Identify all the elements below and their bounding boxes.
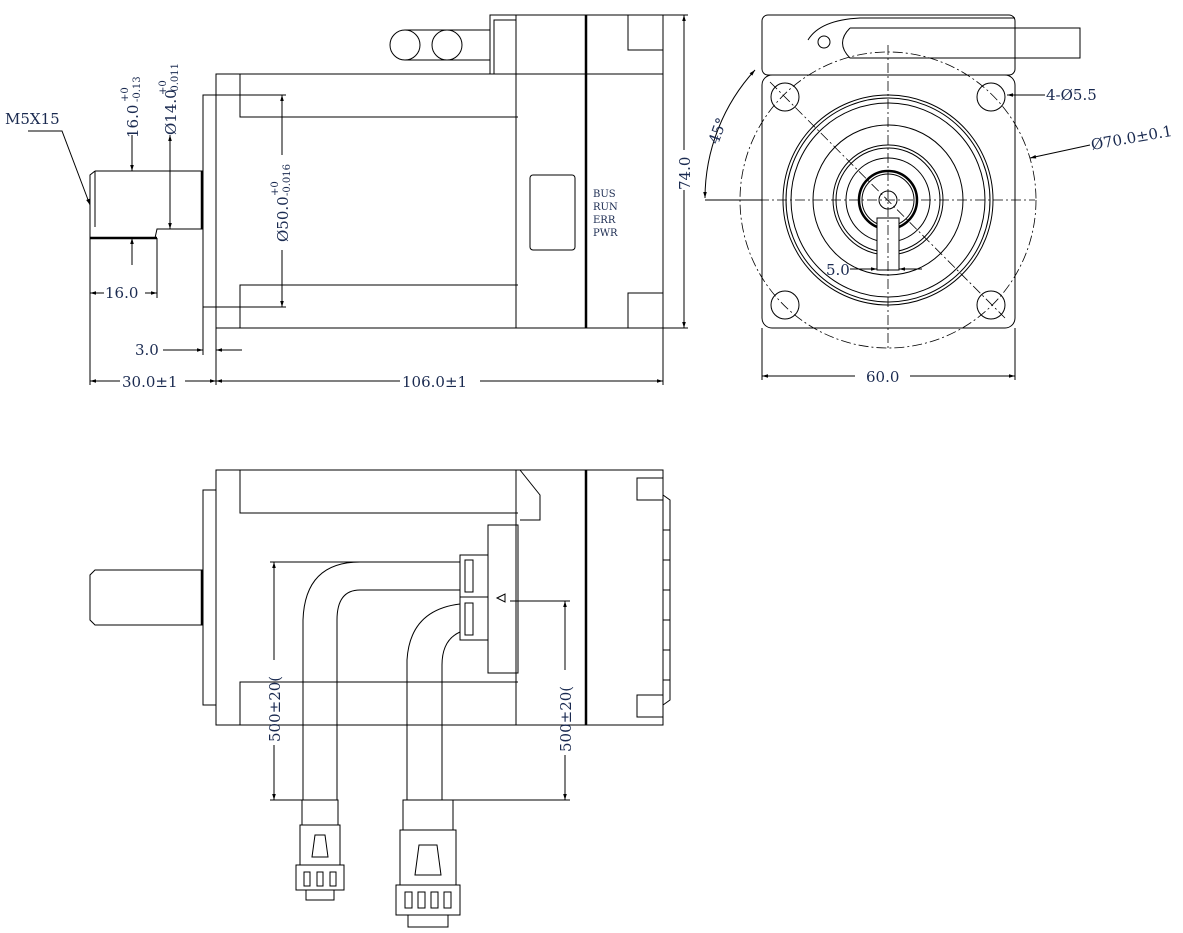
thread-label: M5X15 [5, 110, 60, 128]
svg-text:-0.016: -0.016 [282, 164, 293, 196]
mount-hole [976, 290, 1006, 320]
led-label-bus: BUS [593, 189, 616, 200]
led-window [529, 174, 576, 251]
svg-text:+0: +0 [158, 80, 169, 95]
pilot-diameter-value: Ø50.0 [274, 196, 292, 242]
holes-label: 4-Ø5.5 [1046, 86, 1097, 104]
svg-text:+0: +0 [120, 87, 131, 102]
front-view: 45° 4-Ø5.5 Ø70.0±0.1 5.0 60.0 [703, 14, 1174, 386]
cable-2 [406, 603, 461, 800]
led-label-err: ERR [593, 215, 616, 226]
key-width-label: 5.0 [826, 261, 850, 279]
svg-text:-0.13: -0.13 [132, 76, 143, 102]
angle-label: 45° [705, 115, 731, 146]
svg-text:-0.011: -0.011 [170, 63, 181, 95]
width-label: 60.0 [866, 368, 899, 386]
body-length-label: 106.0±1 [402, 373, 467, 391]
mount-hole [770, 290, 800, 320]
led-label-run: RUN [593, 202, 618, 213]
cable1-length-label: 500±20( [266, 676, 284, 742]
connector-1 [295, 799, 345, 901]
flat-length-label: 16.0 [105, 284, 138, 302]
bolt-circle-label: Ø70.0±0.1 [1090, 122, 1174, 154]
flange-pilot [202, 94, 217, 308]
connector-2 [395, 799, 461, 928]
cable-1 [302, 561, 460, 800]
bottom-view: 500±20( 500±20( [89, 469, 671, 928]
mount-hole [976, 82, 1006, 112]
flat-height-value: 16.0 [124, 105, 142, 138]
side-view: BUS RUN ERR PWR M5X15 16.0 +0 -0.13 Ø14.… [5, 14, 694, 391]
pilot-depth-label: 3.0 [135, 341, 159, 359]
led-label-pwr: PWR [593, 228, 618, 239]
shaft-diameter-value: Ø14.0 [162, 89, 180, 135]
svg-text:+0: +0 [270, 181, 281, 196]
flange-square [761, 74, 1016, 329]
mount-hole [770, 82, 800, 112]
cable2-length-label: 500±20( [557, 686, 575, 752]
shaft-length-label: 30.0±1 [122, 373, 178, 391]
height-label: 74.0 [676, 157, 694, 190]
shaft [89, 170, 203, 239]
